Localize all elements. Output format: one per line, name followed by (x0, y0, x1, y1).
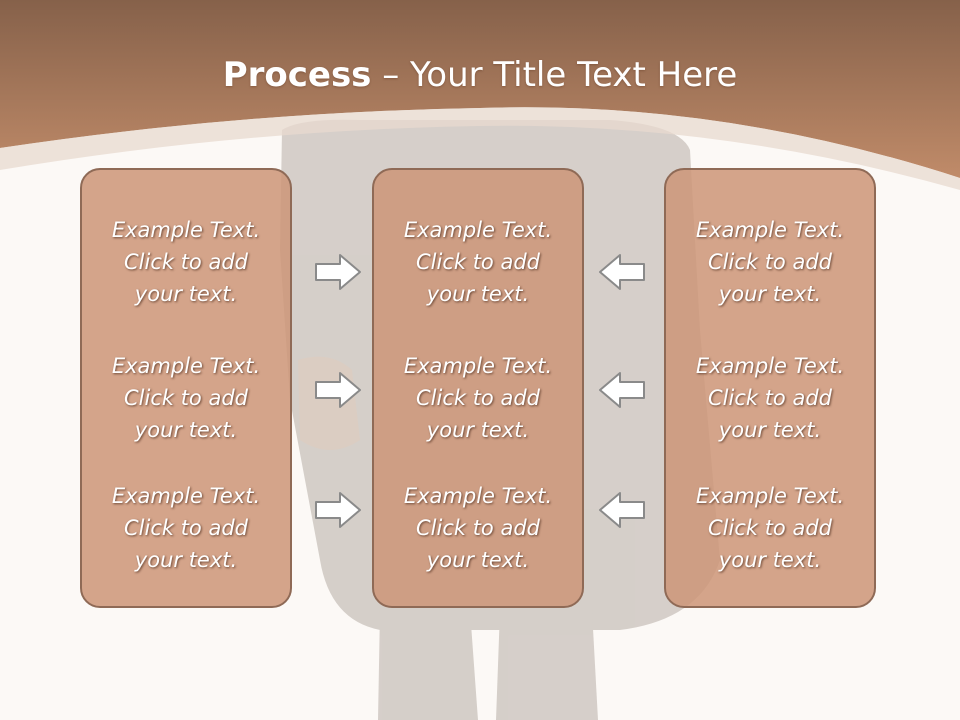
arrow-right-icon (315, 372, 361, 408)
text-block[interactable]: Example Text. Click to add your text. (374, 214, 582, 310)
text-line: Example Text. (403, 354, 553, 378)
text-line: your text. (718, 282, 822, 306)
text-line: your text. (134, 282, 238, 306)
text-line: Click to add (415, 516, 540, 540)
text-block[interactable]: Example Text. Click to add your text. (666, 214, 874, 310)
text-line: Click to add (707, 516, 832, 540)
text-block[interactable]: Example Text. Click to add your text. (666, 350, 874, 446)
arrow-left-icon (599, 254, 645, 290)
text-line: Click to add (707, 250, 832, 274)
arrow-right-icon (315, 254, 361, 290)
process-box-middle[interactable]: Example Text. Click to add your text. Ex… (372, 168, 584, 608)
process-box-left[interactable]: Example Text. Click to add your text. Ex… (80, 168, 292, 608)
text-line: Example Text. (695, 218, 845, 242)
text-line: your text. (426, 282, 530, 306)
process-box-right[interactable]: Example Text. Click to add your text. Ex… (664, 168, 876, 608)
text-line: Example Text. (111, 218, 261, 242)
title-bold: Process (222, 55, 372, 95)
text-line: your text. (426, 548, 530, 572)
slide-title: Process – Your Title Text Here (0, 52, 960, 98)
text-block[interactable]: Example Text. Click to add your text. (82, 350, 290, 446)
text-line: your text. (718, 418, 822, 442)
text-line: Click to add (123, 516, 248, 540)
text-block[interactable]: Example Text. Click to add your text. (374, 350, 582, 446)
text-line: Example Text. (111, 354, 261, 378)
title-rest: – Your Title Text Here (371, 55, 738, 95)
text-line: Example Text. (111, 484, 261, 508)
text-line: Example Text. (403, 484, 553, 508)
text-block[interactable]: Example Text. Click to add your text. (82, 214, 290, 310)
text-line: Click to add (415, 250, 540, 274)
text-line: Click to add (123, 386, 248, 410)
text-block[interactable]: Example Text. Click to add your text. (374, 480, 582, 576)
text-line: Click to add (415, 386, 540, 410)
text-line: your text. (426, 418, 530, 442)
text-line: Click to add (123, 250, 248, 274)
text-block[interactable]: Example Text. Click to add your text. (82, 480, 290, 576)
arrow-right-icon (315, 492, 361, 528)
text-line: Example Text. (695, 354, 845, 378)
text-line: Example Text. (695, 484, 845, 508)
arrow-left-icon (599, 492, 645, 528)
text-line: your text. (718, 548, 822, 572)
text-line: your text. (134, 548, 238, 572)
text-line: Click to add (707, 386, 832, 410)
text-line: Example Text. (403, 218, 553, 242)
text-line: your text. (134, 418, 238, 442)
text-block[interactable]: Example Text. Click to add your text. (666, 480, 874, 576)
arrow-left-icon (599, 372, 645, 408)
